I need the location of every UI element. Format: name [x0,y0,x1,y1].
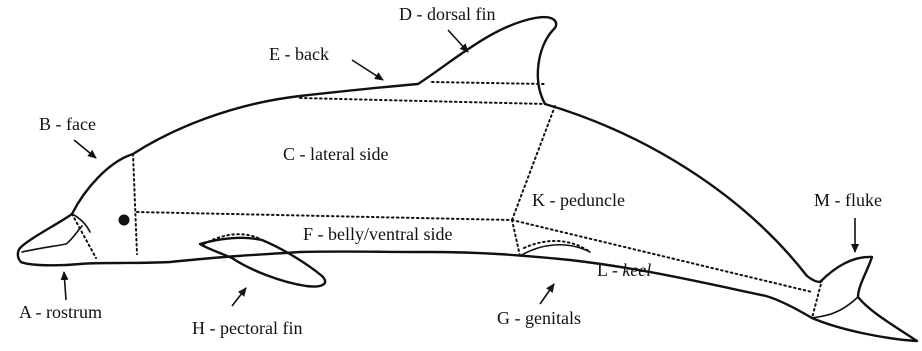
ventral-outline [18,248,766,296]
dolphin-illustration [18,17,917,341]
label-lateral-side: C - lateral side [283,144,388,164]
arrow-pectoral-fin [232,288,246,306]
label-rostrum: A - rostrum [19,302,102,322]
label-pectoral-fin: H - pectoral fin [192,318,302,338]
region-boundaries [72,82,822,318]
label-belly: F - belly/ventral side [303,224,452,244]
label-genitals: G - genitals [497,308,581,328]
label-dorsal-fin: D - dorsal fin [399,4,495,24]
belly-genital-boundary [512,220,520,256]
label-keel-prefix: L - [597,260,622,280]
pointer-arrows [64,30,855,306]
label-fluke: M - fluke [814,190,882,210]
face-boundary [133,154,137,254]
arrow-rostrum [64,272,66,300]
arrow-genitals [540,284,554,304]
pectoral-fin [200,238,325,287]
genital-dots [524,241,590,252]
arrow-face [74,140,96,158]
fluke-edge [812,297,858,318]
lateral-belly-boundary [137,212,512,220]
label-face: B - face [39,114,96,134]
label-keel: L - keel [597,260,651,280]
body-outline [20,17,917,341]
arrow-dorsal-fin [448,30,468,52]
label-back: E - back [269,44,329,64]
rostrum-boundary [72,214,96,258]
dorsal-fin-base [432,82,545,84]
label-keel-word: keel [622,260,651,280]
arrow-back [352,60,383,80]
eye-icon [119,215,130,226]
back-boundary [300,98,545,104]
rostrum-crease [72,214,90,232]
label-peduncle: K - peduncle [532,190,625,210]
fluke-boundary [812,280,822,318]
region-labels: D - dorsal fin E - back B - face C - lat… [19,4,882,338]
